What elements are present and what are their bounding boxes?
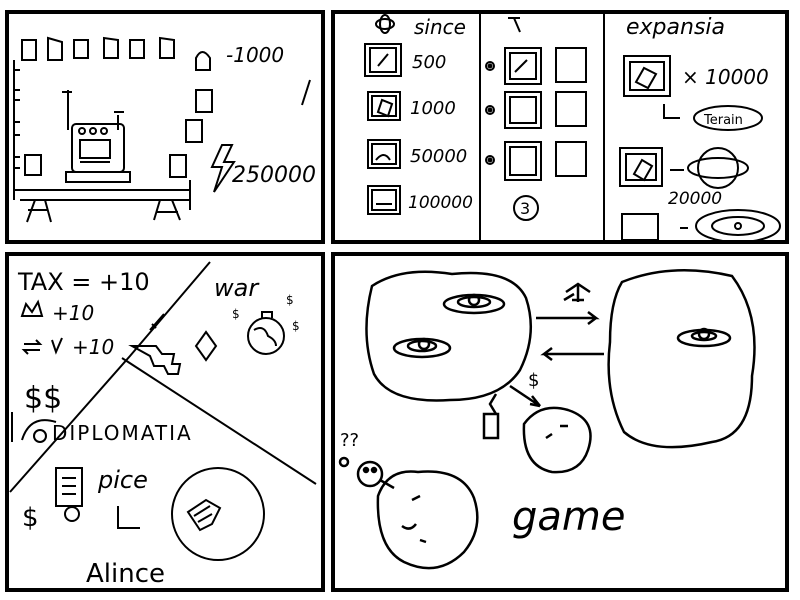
panel-1-counter: -1000 xyxy=(226,43,284,67)
science-cost-2: 1000 xyxy=(410,98,456,119)
war-dollar-1: $ xyxy=(232,307,240,321)
science-header: since xyxy=(414,15,466,39)
game-map xyxy=(338,269,756,570)
coin-icon xyxy=(11,412,57,443)
panel-1-base xyxy=(13,36,311,223)
planet-alliance-icon xyxy=(171,467,265,561)
crown-line: +10 xyxy=(52,301,94,325)
tax-line: TAX = +10 xyxy=(17,268,150,296)
panel-1-frame xyxy=(5,10,325,244)
treaty-scroll-icon xyxy=(55,467,83,522)
expansion-header: expansia xyxy=(626,15,725,40)
science-items xyxy=(364,43,402,215)
diplomacy-label: DIPLOMATIA xyxy=(52,421,193,445)
panel-3-frame xyxy=(5,252,325,592)
panel-2-dividers xyxy=(479,14,605,240)
planet-cost: 20000 xyxy=(668,189,722,209)
trade-line: +10 xyxy=(72,335,114,359)
science-cost-4: 100000 xyxy=(408,193,473,213)
panel-3-dividers xyxy=(9,261,317,493)
map-dollar: $ xyxy=(528,370,539,391)
war-label: war xyxy=(214,274,260,302)
hammer-icon xyxy=(508,17,521,33)
expansion-items xyxy=(619,55,781,243)
science-cost-3: 50000 xyxy=(410,146,467,167)
tool-count: 3 xyxy=(520,199,530,218)
war-dollar-2: $ xyxy=(286,293,294,307)
peace-label: pice xyxy=(97,466,148,494)
diplomacy-dollar: $ xyxy=(22,503,39,533)
tool-items xyxy=(485,47,587,221)
game-label: game xyxy=(512,494,625,540)
war-icons xyxy=(128,311,285,375)
panel-4-frame xyxy=(331,252,789,592)
money-signs: $$ xyxy=(24,381,62,416)
peace-arrow xyxy=(117,506,140,529)
alliance-label: Alince xyxy=(86,559,165,589)
terrain-label: Terain xyxy=(703,113,743,128)
war-dollar-3: $ xyxy=(292,319,300,333)
science-cost-1: 500 xyxy=(412,52,446,73)
atom-icon xyxy=(375,14,395,34)
panel-1-energy-value: 250000 xyxy=(232,163,316,188)
expansion-multiplier: × 10000 xyxy=(682,65,769,89)
trade-icon xyxy=(21,337,63,355)
question-marks: ?? xyxy=(340,430,359,451)
crown-icon xyxy=(20,299,44,317)
panel-2-frame xyxy=(331,10,789,244)
